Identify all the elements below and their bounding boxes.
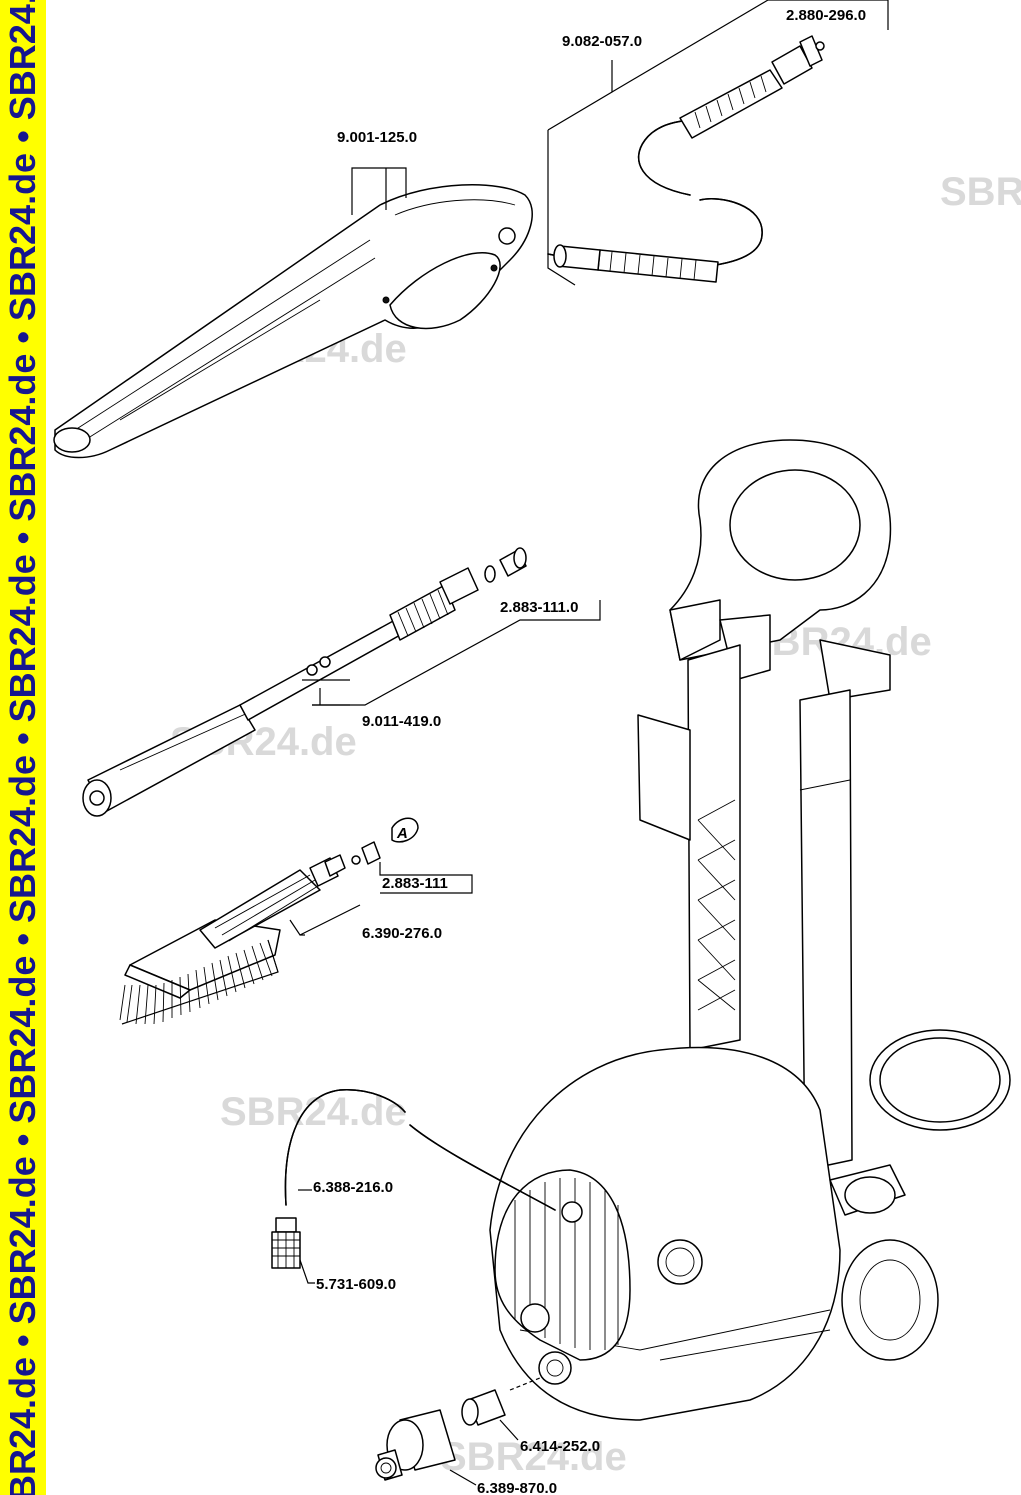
watermark-hose: SBR24.de bbox=[220, 1090, 407, 1134]
label-spray-gun: 9.001-125.0 bbox=[337, 129, 417, 146]
label-suction-hose: 6.388-216.0 bbox=[313, 1179, 393, 1196]
side-banner: BR24.de • SBR24.de • SBR24.de • SBR24.de… bbox=[0, 0, 46, 1495]
lance-drawing bbox=[82, 547, 601, 817]
label-high-pressure-hose: 9.082-057.0 bbox=[562, 33, 642, 50]
high-pressure-hose-drawing bbox=[547, 0, 889, 286]
label-nozzle: 2.883-111.0 bbox=[500, 599, 578, 616]
label-wash-brush: 6.390-276.0 bbox=[362, 925, 442, 942]
label-adapter: 6.414-252.0 bbox=[520, 1438, 600, 1455]
watermark-top-right: SBR24.de bbox=[940, 170, 1021, 214]
label-lance: 9.011-419.0 bbox=[362, 713, 441, 730]
label-nut: 2.880-296.0 bbox=[786, 7, 866, 24]
brush-drawing: A bbox=[119, 817, 473, 1025]
pressure-washer-body-drawing bbox=[409, 439, 1011, 1421]
inlet-coupling-drawing bbox=[375, 1377, 541, 1486]
label-brush-nozzle: 2.883-111 bbox=[382, 875, 448, 892]
watermark-bottom: SBR24.de bbox=[440, 1435, 627, 1479]
label-coupling: 6.389-870.0 bbox=[477, 1480, 557, 1495]
label-filter: 5.731-609.0 bbox=[316, 1276, 396, 1293]
suction-hose-drawing bbox=[271, 1089, 406, 1284]
marker-label: A bbox=[396, 825, 408, 842]
spray-gun-drawing bbox=[53, 167, 533, 459]
